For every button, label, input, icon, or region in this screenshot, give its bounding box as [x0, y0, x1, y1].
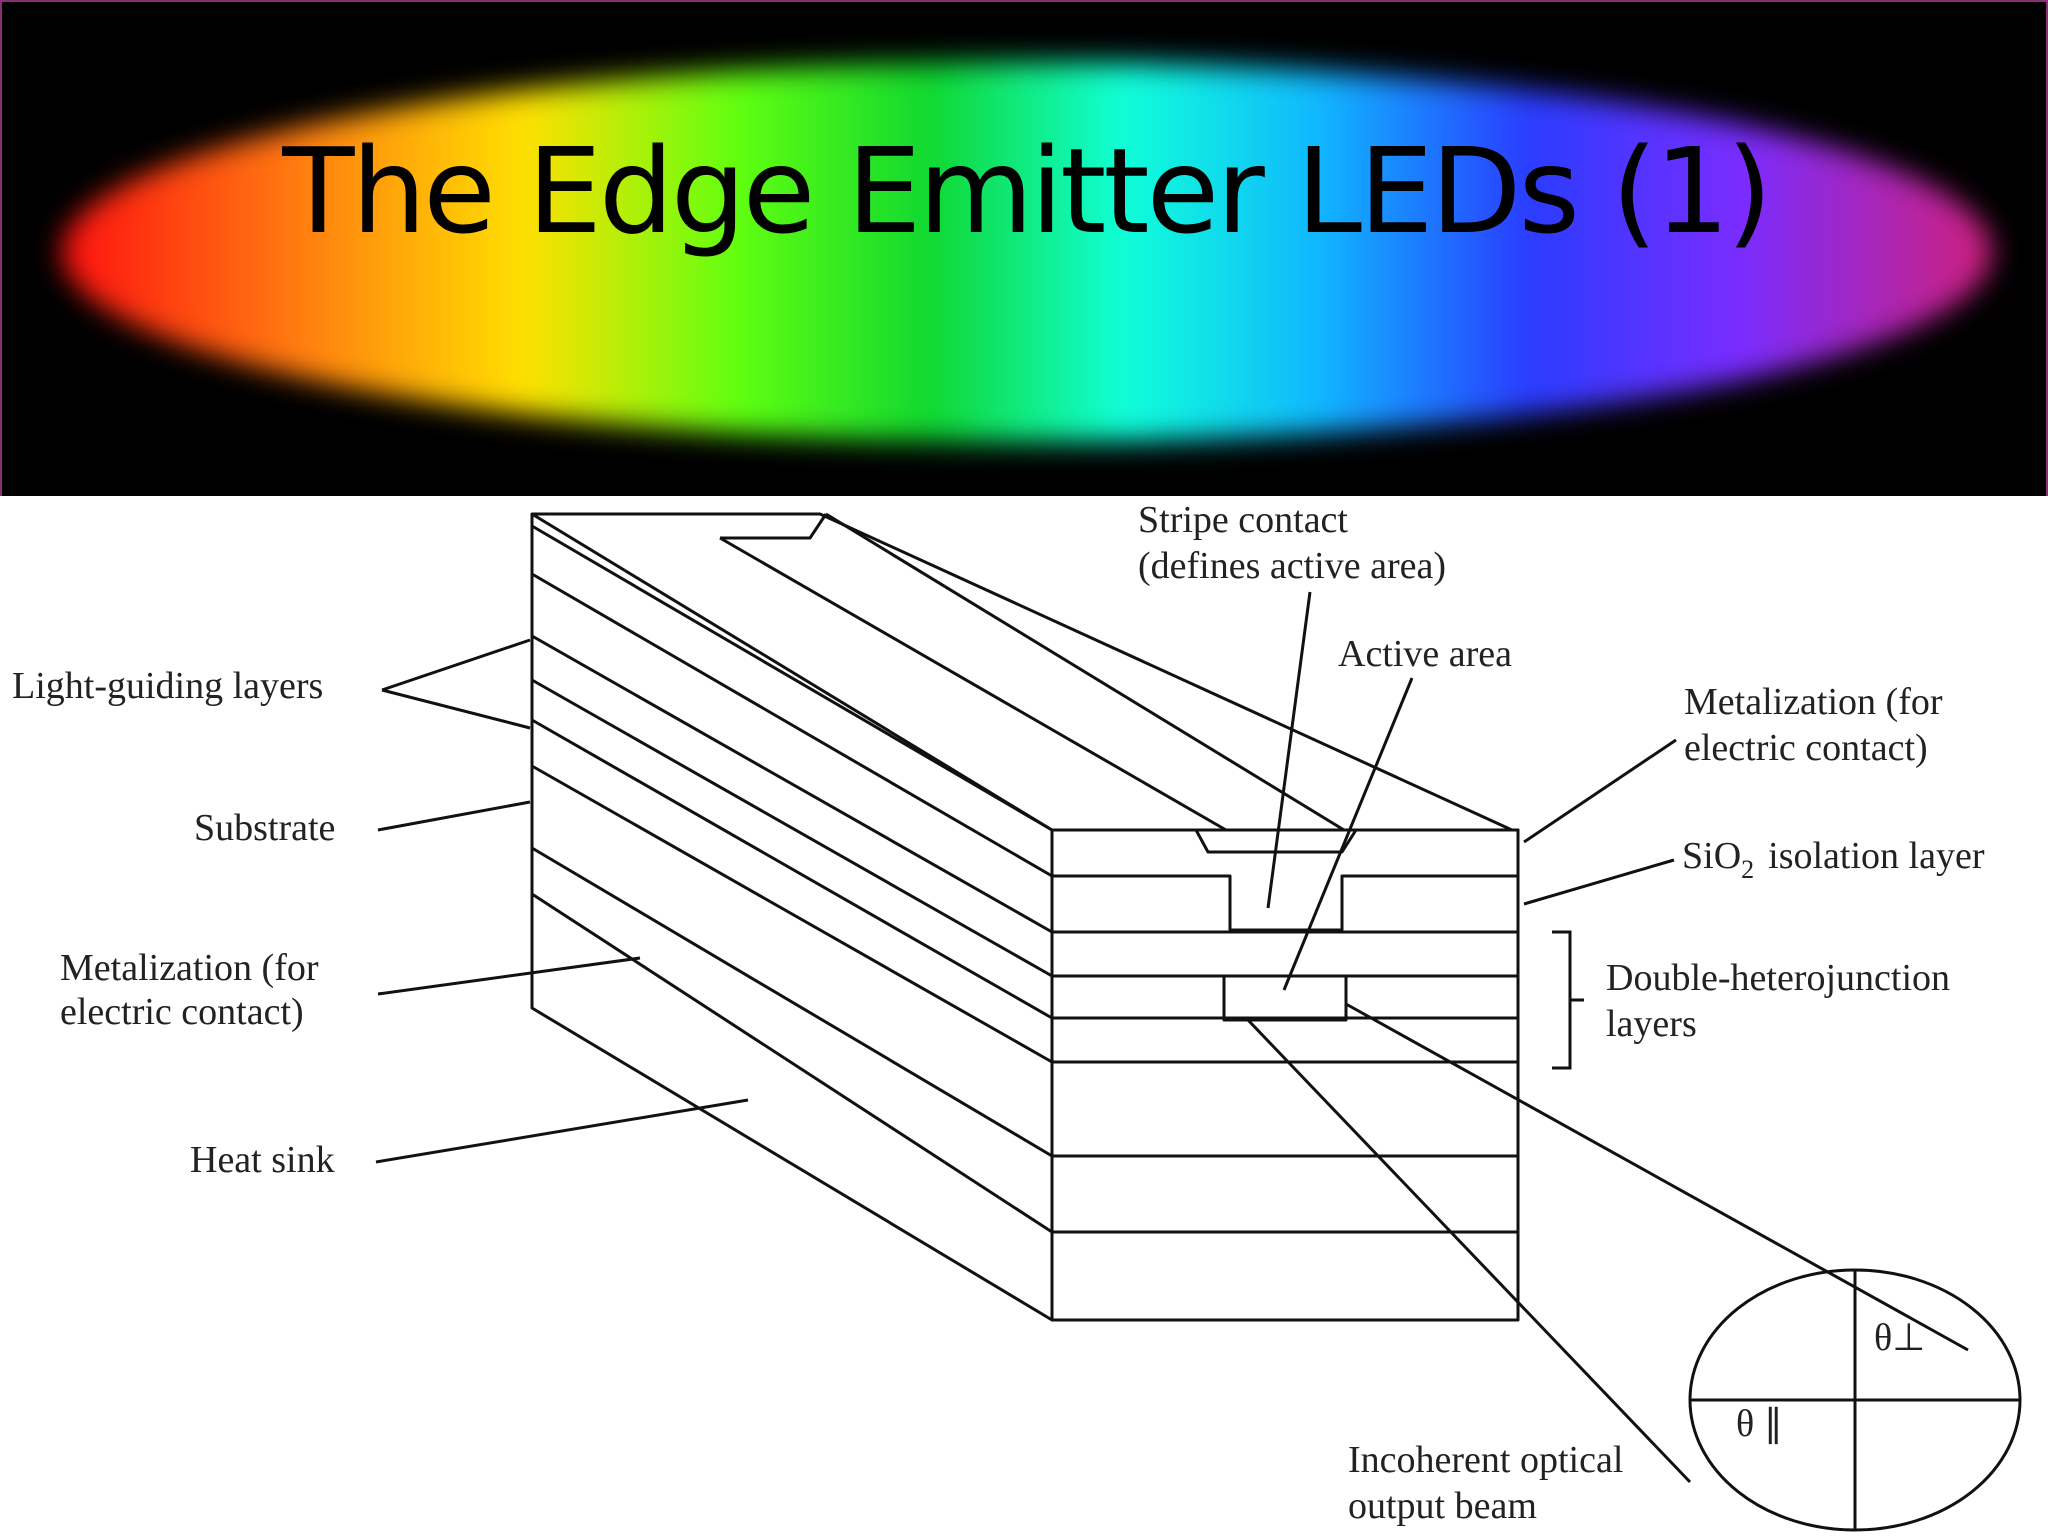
label-heat-sink: Heat sink [190, 1139, 335, 1181]
label-beam-2: output beam [1348, 1485, 1537, 1527]
label-light-guiding: Light-guiding layers [12, 665, 323, 707]
leader-heat-sink [375, 1098, 749, 1164]
sio2-prefix: SiO [1682, 835, 1741, 877]
stripe-ridge-edge-1 [719, 536, 1227, 832]
leader-metal-right [1523, 738, 1677, 844]
label-dh-1: Double-heterojunction [1606, 957, 1950, 999]
label-dh-2: layers [1606, 1003, 1697, 1045]
leader-light-guiding-1 [381, 638, 531, 692]
rainbow-ellipse-decoration [62, 62, 1992, 442]
stripe-ridge-top [720, 513, 828, 540]
label-beam-1: Incoherent optical [1348, 1439, 1623, 1481]
side-outline [530, 514, 1053, 1322]
slide-title: The Edge Emitter LEDs (1) [282, 122, 1772, 260]
label-metal-left-1: Metalization (for [60, 947, 319, 989]
side-metal-bottom [530, 846, 1054, 1234]
theta-perp-label: θ⊥ [1874, 1317, 1925, 1359]
front-metal-bottom [1050, 1154, 1520, 1234]
label-metal-right-1: Metalization (for [1684, 681, 1943, 723]
label-metal-left-2: electric contact) [60, 991, 304, 1033]
edge-emitter-led-diagram: θ⊥ θ ∥ Light-guiding layers Substrate Me… [12, 499, 2022, 1532]
front-light-guide-2 [1050, 1016, 1520, 1064]
sio2-suffix: isolation layer [1768, 835, 1985, 877]
beam-edge-lower [1246, 1018, 1692, 1484]
side-light-guide-1 [530, 634, 1054, 978]
label-sio2: SiO2 isolation layer [1682, 835, 1985, 884]
side-light-guide-2 [530, 718, 1054, 1064]
beam-edge-upper [1345, 1002, 1969, 1352]
label-stripe-1: Stripe contact [1138, 499, 1348, 541]
leader-substrate [377, 800, 531, 832]
active-region [1222, 974, 1348, 1022]
stripe-ridge-edge-2 [825, 512, 1345, 832]
theta-par-label: θ ∥ [1736, 1403, 1783, 1445]
front-face [1050, 828, 1520, 1322]
sio2-subscript: 2 [1741, 855, 1754, 884]
leader-light-guiding-2 [381, 688, 531, 730]
leader-stripe [1266, 591, 1312, 909]
front-light-guide-1 [1050, 930, 1520, 978]
dh-bracket [1552, 930, 1572, 1070]
leader-active-area [1282, 677, 1414, 991]
title-banner: The Edge Emitter LEDs (1) [0, 0, 2048, 496]
leader-sio2 [1523, 858, 1675, 906]
leader-metal-left [377, 956, 641, 996]
label-metal-right-2: electric contact) [1684, 727, 1928, 769]
label-substrate: Substrate [194, 807, 335, 849]
label-active-area: Active area [1338, 633, 1512, 675]
top-surface [530, 512, 1514, 832]
front-metal-top [1050, 828, 1520, 932]
label-stripe-2: (defines active area) [1138, 545, 1446, 587]
